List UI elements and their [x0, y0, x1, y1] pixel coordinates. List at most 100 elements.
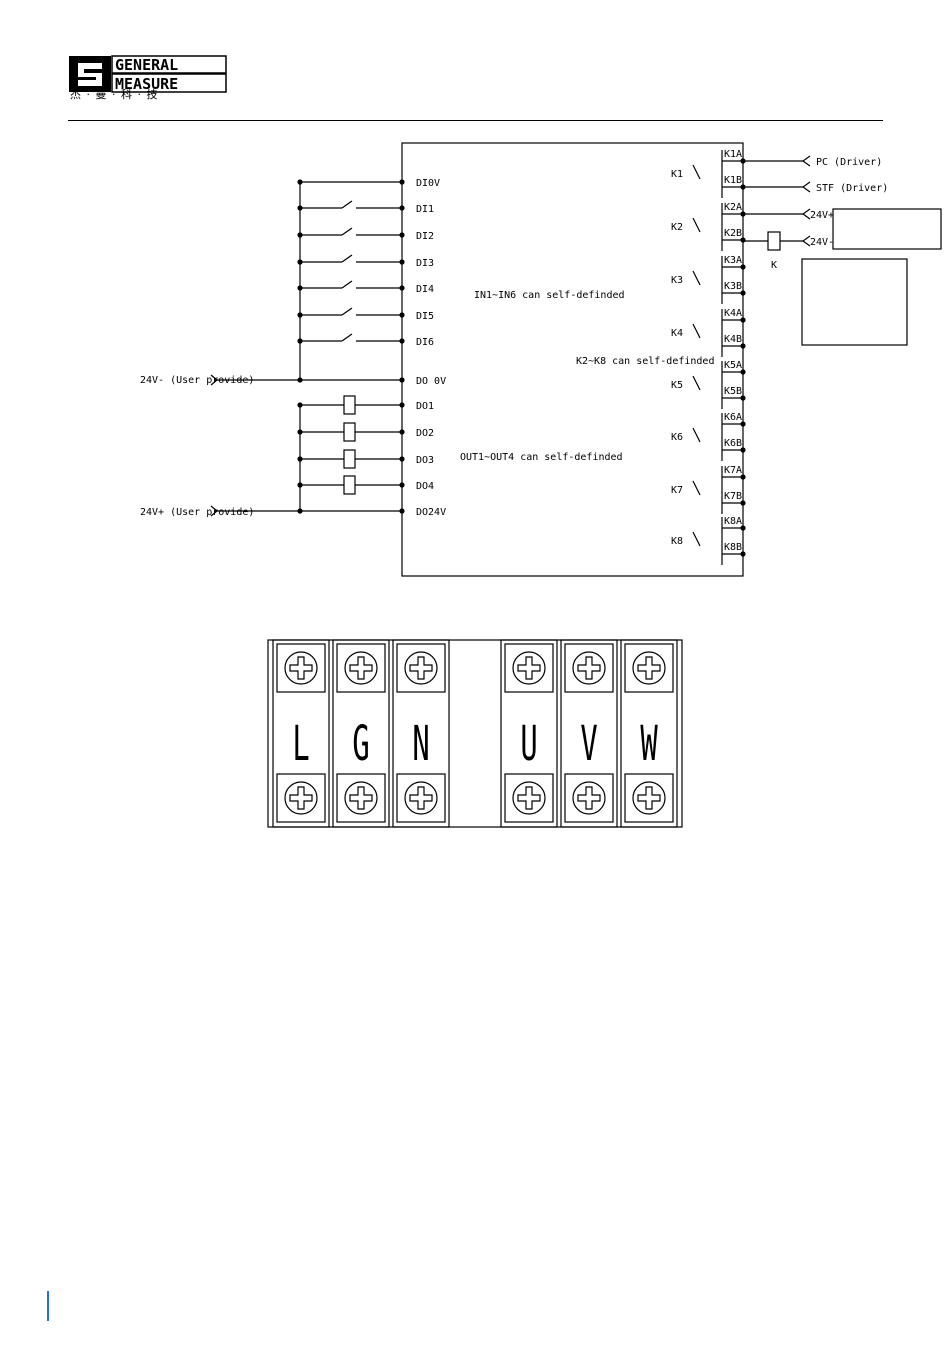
terminal-label-do-0v: DO 0V: [416, 376, 446, 387]
screw-icon: [396, 643, 446, 693]
relay-terminal-k6a: K6A: [724, 412, 742, 423]
relay-terminal-k5b: K5B: [724, 386, 742, 397]
terminal-housing: [267, 639, 683, 828]
relay-coil-k: [767, 231, 781, 251]
screw-icon: [564, 773, 614, 823]
relay-terminal-k3a: K3A: [724, 255, 742, 266]
input-switch-di5: [300, 307, 402, 316]
relay-coil-label: K: [771, 260, 777, 271]
terminal-label-di4: DI4: [416, 284, 434, 295]
screw-icon: [504, 773, 554, 823]
output-coil-do1: [300, 395, 402, 415]
relay-terminal-k3b: K3B: [724, 281, 742, 292]
relay-label-k1: K1: [671, 169, 683, 180]
screw-icon: [336, 643, 386, 693]
screw-icon: [276, 643, 326, 693]
logo-s-mark: [78, 63, 102, 86]
relay-label-k5: K5: [671, 380, 683, 391]
relay-label-k4: K4: [671, 328, 683, 339]
relay-terminal-k7b: K7B: [724, 491, 742, 502]
relay-k3: [692, 256, 743, 304]
outputs-note: OUT1~OUT4 can self-definded: [460, 452, 623, 463]
output-coil-do3: [300, 449, 402, 469]
power-terminal-w: W: [620, 639, 678, 828]
relay-label-k2: K2: [671, 222, 683, 233]
terminal-label-do4: DO4: [416, 481, 434, 492]
screw-icon: [624, 773, 674, 823]
screw-icon: [564, 643, 614, 693]
k1b-signal-label: STF (Driver): [816, 183, 888, 194]
relays-note: K2~K8 can self-definded: [576, 356, 714, 367]
relay-terminal-k8a: K8A: [724, 516, 742, 527]
relay-terminal-k7a: K7A: [724, 465, 742, 476]
brand-line2: MEASURE: [115, 75, 178, 93]
screw-icon: [276, 773, 326, 823]
screw-icon: [624, 643, 674, 693]
brand-line1: GENERAL: [115, 56, 178, 74]
terminal-label-di6: DI6: [416, 337, 434, 348]
terminal-letter-l: L: [292, 716, 309, 772]
input-switch-di3: [300, 254, 402, 263]
terminal-letter-w: W: [640, 716, 657, 772]
k2a-signal-label: 24V+: [810, 210, 834, 221]
screw-icon: [396, 773, 446, 823]
terminal-label-do24v: DO24V: [416, 507, 446, 518]
power-terminal-l: L: [272, 639, 330, 828]
terminal-label-di3: DI3: [416, 258, 434, 269]
relay-terminal-k1b: K1B: [724, 175, 742, 186]
footer-accent-bar: [47, 1291, 49, 1321]
external-box-top: [832, 208, 942, 250]
terminal-letter-g: G: [352, 716, 369, 772]
inputs-note: IN1~IN6 can self-definded: [474, 290, 625, 301]
relay-k1: [692, 150, 743, 198]
input-switch-di2: [300, 227, 402, 236]
terminal-label-di0v: DI0V: [416, 178, 440, 189]
relay-label-k7: K7: [671, 485, 683, 496]
terminal-letter-u: U: [520, 716, 537, 772]
general-measure-logo: GENERAL MEASURE: [69, 55, 227, 93]
input-switch-di6: [300, 333, 402, 342]
screw-icon: [504, 643, 554, 693]
output-coil-do2: [300, 422, 402, 442]
power-terminal-g: G: [332, 639, 390, 828]
user-24v-plus-label: 24V+ (User provide): [140, 507, 254, 518]
relay-k4: [692, 309, 743, 357]
relay-terminal-k5a: K5A: [724, 360, 742, 371]
screw-icon: [336, 773, 386, 823]
k1a-signal-label: PC (Driver): [816, 157, 882, 168]
external-box-bottom: [801, 258, 908, 346]
power-terminal-u: U: [500, 639, 558, 828]
relay-label-k3: K3: [671, 275, 683, 286]
terminal-label-do2: DO2: [416, 428, 434, 439]
header-divider: [68, 120, 883, 121]
k2b-signal-label: 24V-: [810, 237, 834, 248]
relay-terminal-k8b: K8B: [724, 542, 742, 553]
brand-subtitle: 杰 · 曼 · 科 · 技: [70, 88, 159, 101]
terminal-label-do1: DO1: [416, 401, 434, 412]
controller-box: [401, 142, 744, 577]
arrow-24v-minus: [210, 374, 218, 386]
terminal-letter-n: N: [412, 716, 429, 772]
input-switch-di4: [300, 280, 402, 289]
input-switch-di1: [300, 200, 402, 209]
relay-k2: [692, 203, 743, 251]
terminal-label-di1: DI1: [416, 204, 434, 215]
relay-k7: [692, 466, 743, 514]
relay-label-k8: K8: [671, 536, 683, 547]
arrow-24v-plus: [210, 505, 218, 517]
relay-terminal-k6b: K6B: [724, 438, 742, 449]
power-terminal-v: V: [560, 639, 618, 828]
output-coil-do4: [300, 475, 402, 495]
relay-k6: [692, 413, 743, 461]
power-terminal-n: N: [392, 639, 450, 828]
terminal-label-di5: DI5: [416, 311, 434, 322]
terminal-label-do3: DO3: [416, 455, 434, 466]
relay-terminal-k1a: K1A: [724, 149, 742, 160]
relay-k8: [692, 517, 743, 565]
terminal-letter-v: V: [580, 716, 597, 772]
relay-terminal-k2a: K2A: [724, 202, 742, 213]
relay-terminal-k2b: K2B: [724, 228, 742, 239]
relay-terminal-k4a: K4A: [724, 308, 742, 319]
